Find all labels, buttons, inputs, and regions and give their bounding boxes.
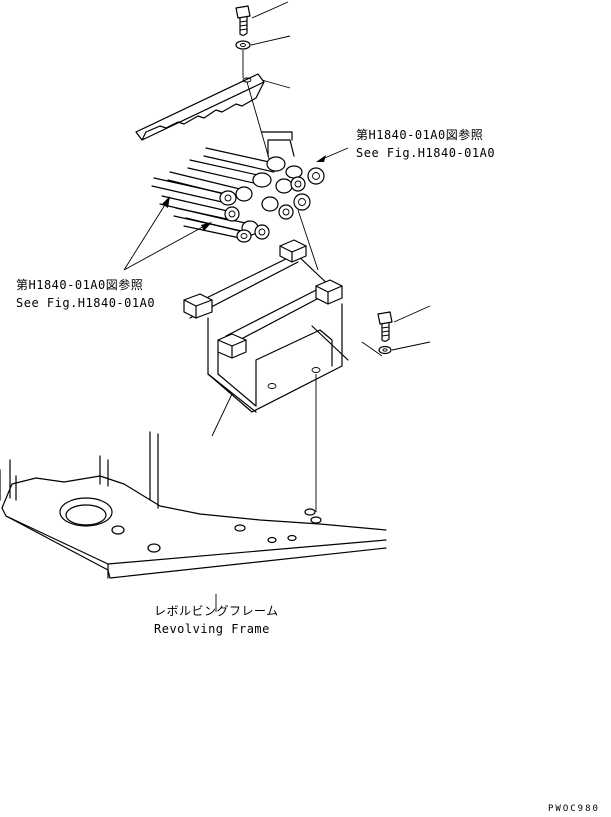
- right-bolt-centerline: [361, 341, 383, 357]
- revolving-frame: [0, 431, 387, 579]
- upper-reference-en: See Fig.H1840-01A0: [356, 146, 496, 160]
- bundle-centerline: [297, 209, 319, 271]
- left-reference-jp: 第H1840-01A0図参照: [16, 278, 144, 292]
- frame-label-jp: レボルビングフレーム: [154, 604, 279, 618]
- right-washer: [378, 345, 392, 355]
- right-bolt: [377, 311, 393, 342]
- hose-support-bracket: [183, 239, 349, 413]
- frame-label-en: Revolving Frame: [154, 622, 270, 636]
- top-bolt: [235, 5, 251, 36]
- upper-reference-jp: 第H1840-01A0図参照: [356, 128, 484, 142]
- leader-top-washer: [250, 35, 291, 46]
- clamp-plate: [135, 73, 265, 141]
- callout-arrows: [123, 147, 349, 271]
- drawing-code: PWOC980: [548, 804, 600, 814]
- leader-clamp-plate: [261, 79, 291, 89]
- leader-top-bolt: [251, 1, 289, 19]
- leader-bracket: [211, 393, 233, 437]
- leader-right-bolt: [393, 305, 431, 323]
- left-reference-en: See Fig.H1840-01A0: [16, 296, 156, 310]
- leader-right-washer: [391, 341, 431, 351]
- clamp-centerline: [242, 50, 271, 163]
- top-washer: [235, 40, 251, 50]
- hose-bundle: [151, 131, 325, 243]
